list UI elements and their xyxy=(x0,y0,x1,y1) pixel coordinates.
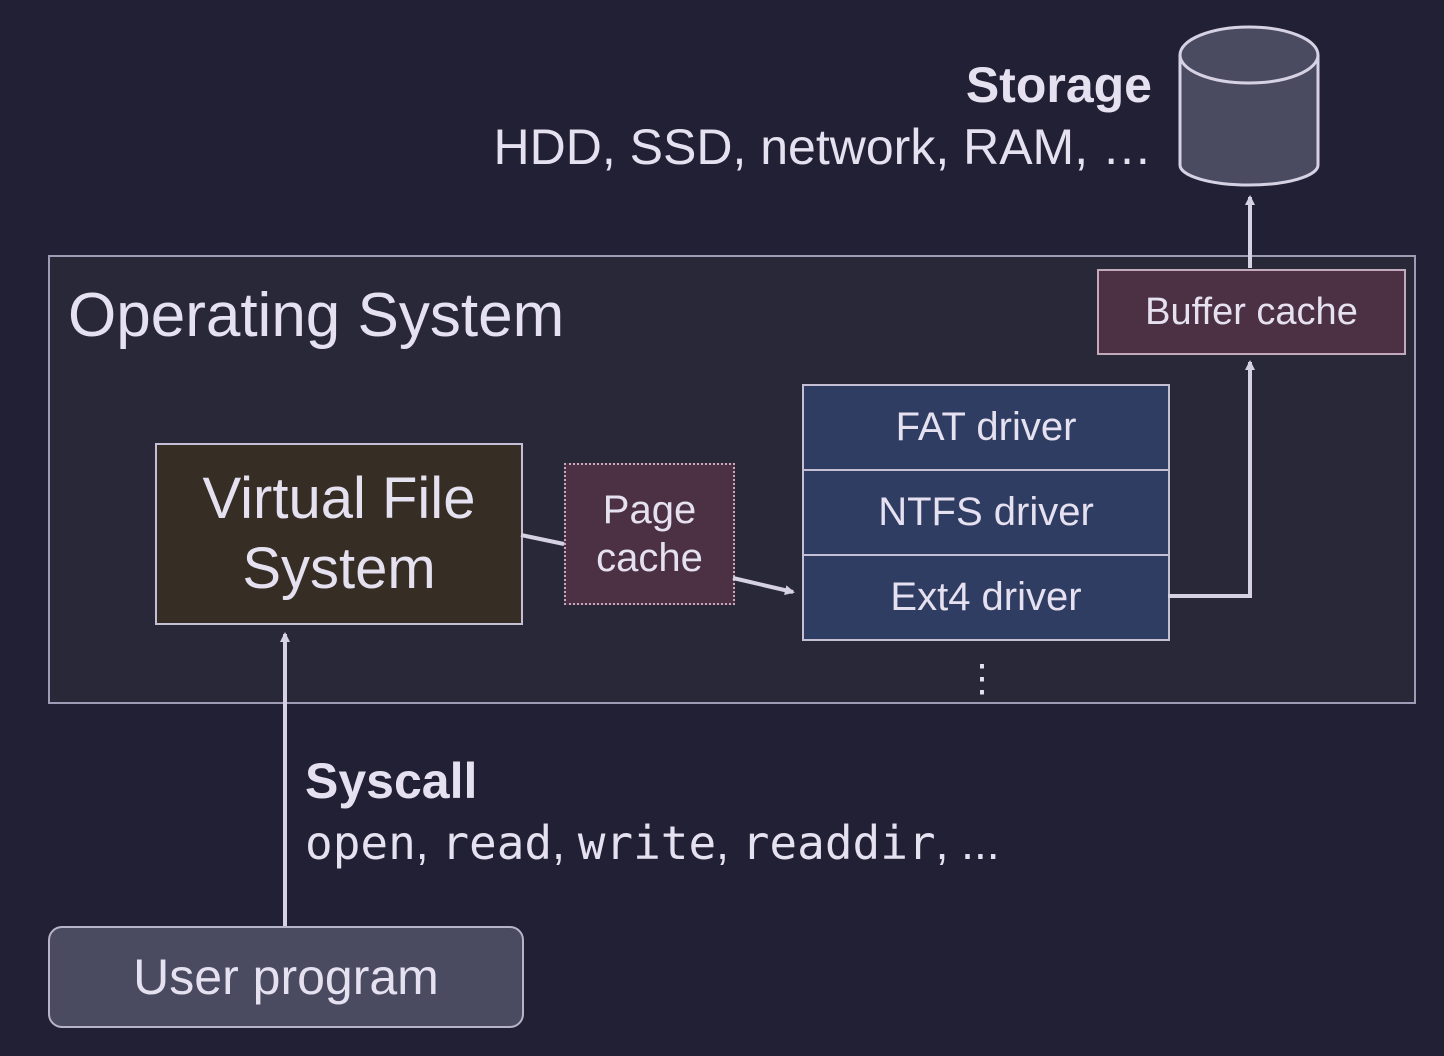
syscall-separator: , xyxy=(716,817,742,869)
syscall-read: read xyxy=(441,816,553,870)
line-vfs-to-page-cache xyxy=(520,533,565,546)
storage-types: HDD, SSD, network, RAM, … xyxy=(493,119,1152,175)
virtual-file-system-box: Virtual File System xyxy=(155,443,523,625)
driver-stack: FAT driver NTFS driver Ext4 driver xyxy=(802,384,1170,641)
syscall-separator: , xyxy=(552,817,578,869)
database-cylinder-icon xyxy=(1178,25,1320,187)
syscall-readdir: readdir xyxy=(741,816,936,870)
syscall-separator: , xyxy=(415,817,442,869)
page-cache-label: Page cache xyxy=(596,488,703,580)
more-drivers-ellipsis: ⋮ xyxy=(963,658,1001,700)
storage-title: Storage xyxy=(965,57,1152,113)
buffer-cache-box: Buffer cache xyxy=(1097,269,1406,355)
operating-system-title: Operating System xyxy=(68,281,565,350)
syscall-list: open, read, write, readdir, ... xyxy=(305,816,1000,870)
ext4-driver: Ext4 driver xyxy=(890,575,1082,619)
virtual-file-system-label: Virtual File System xyxy=(202,466,476,601)
syscall-open: open xyxy=(305,816,416,870)
syscall-write: write xyxy=(577,816,717,870)
fat-driver: FAT driver xyxy=(804,386,1168,471)
syscall-title: Syscall xyxy=(305,753,478,809)
ntfs-driver: NTFS driver xyxy=(804,471,1168,556)
arrow-page-cache-to-ext4 xyxy=(732,576,795,596)
syscall-trailing: , ... xyxy=(935,817,1000,869)
arrow-ext4-to-buffer xyxy=(1168,360,1255,598)
user-program-box: User program xyxy=(48,926,524,1028)
page-cache-box: Page cache xyxy=(564,463,735,605)
